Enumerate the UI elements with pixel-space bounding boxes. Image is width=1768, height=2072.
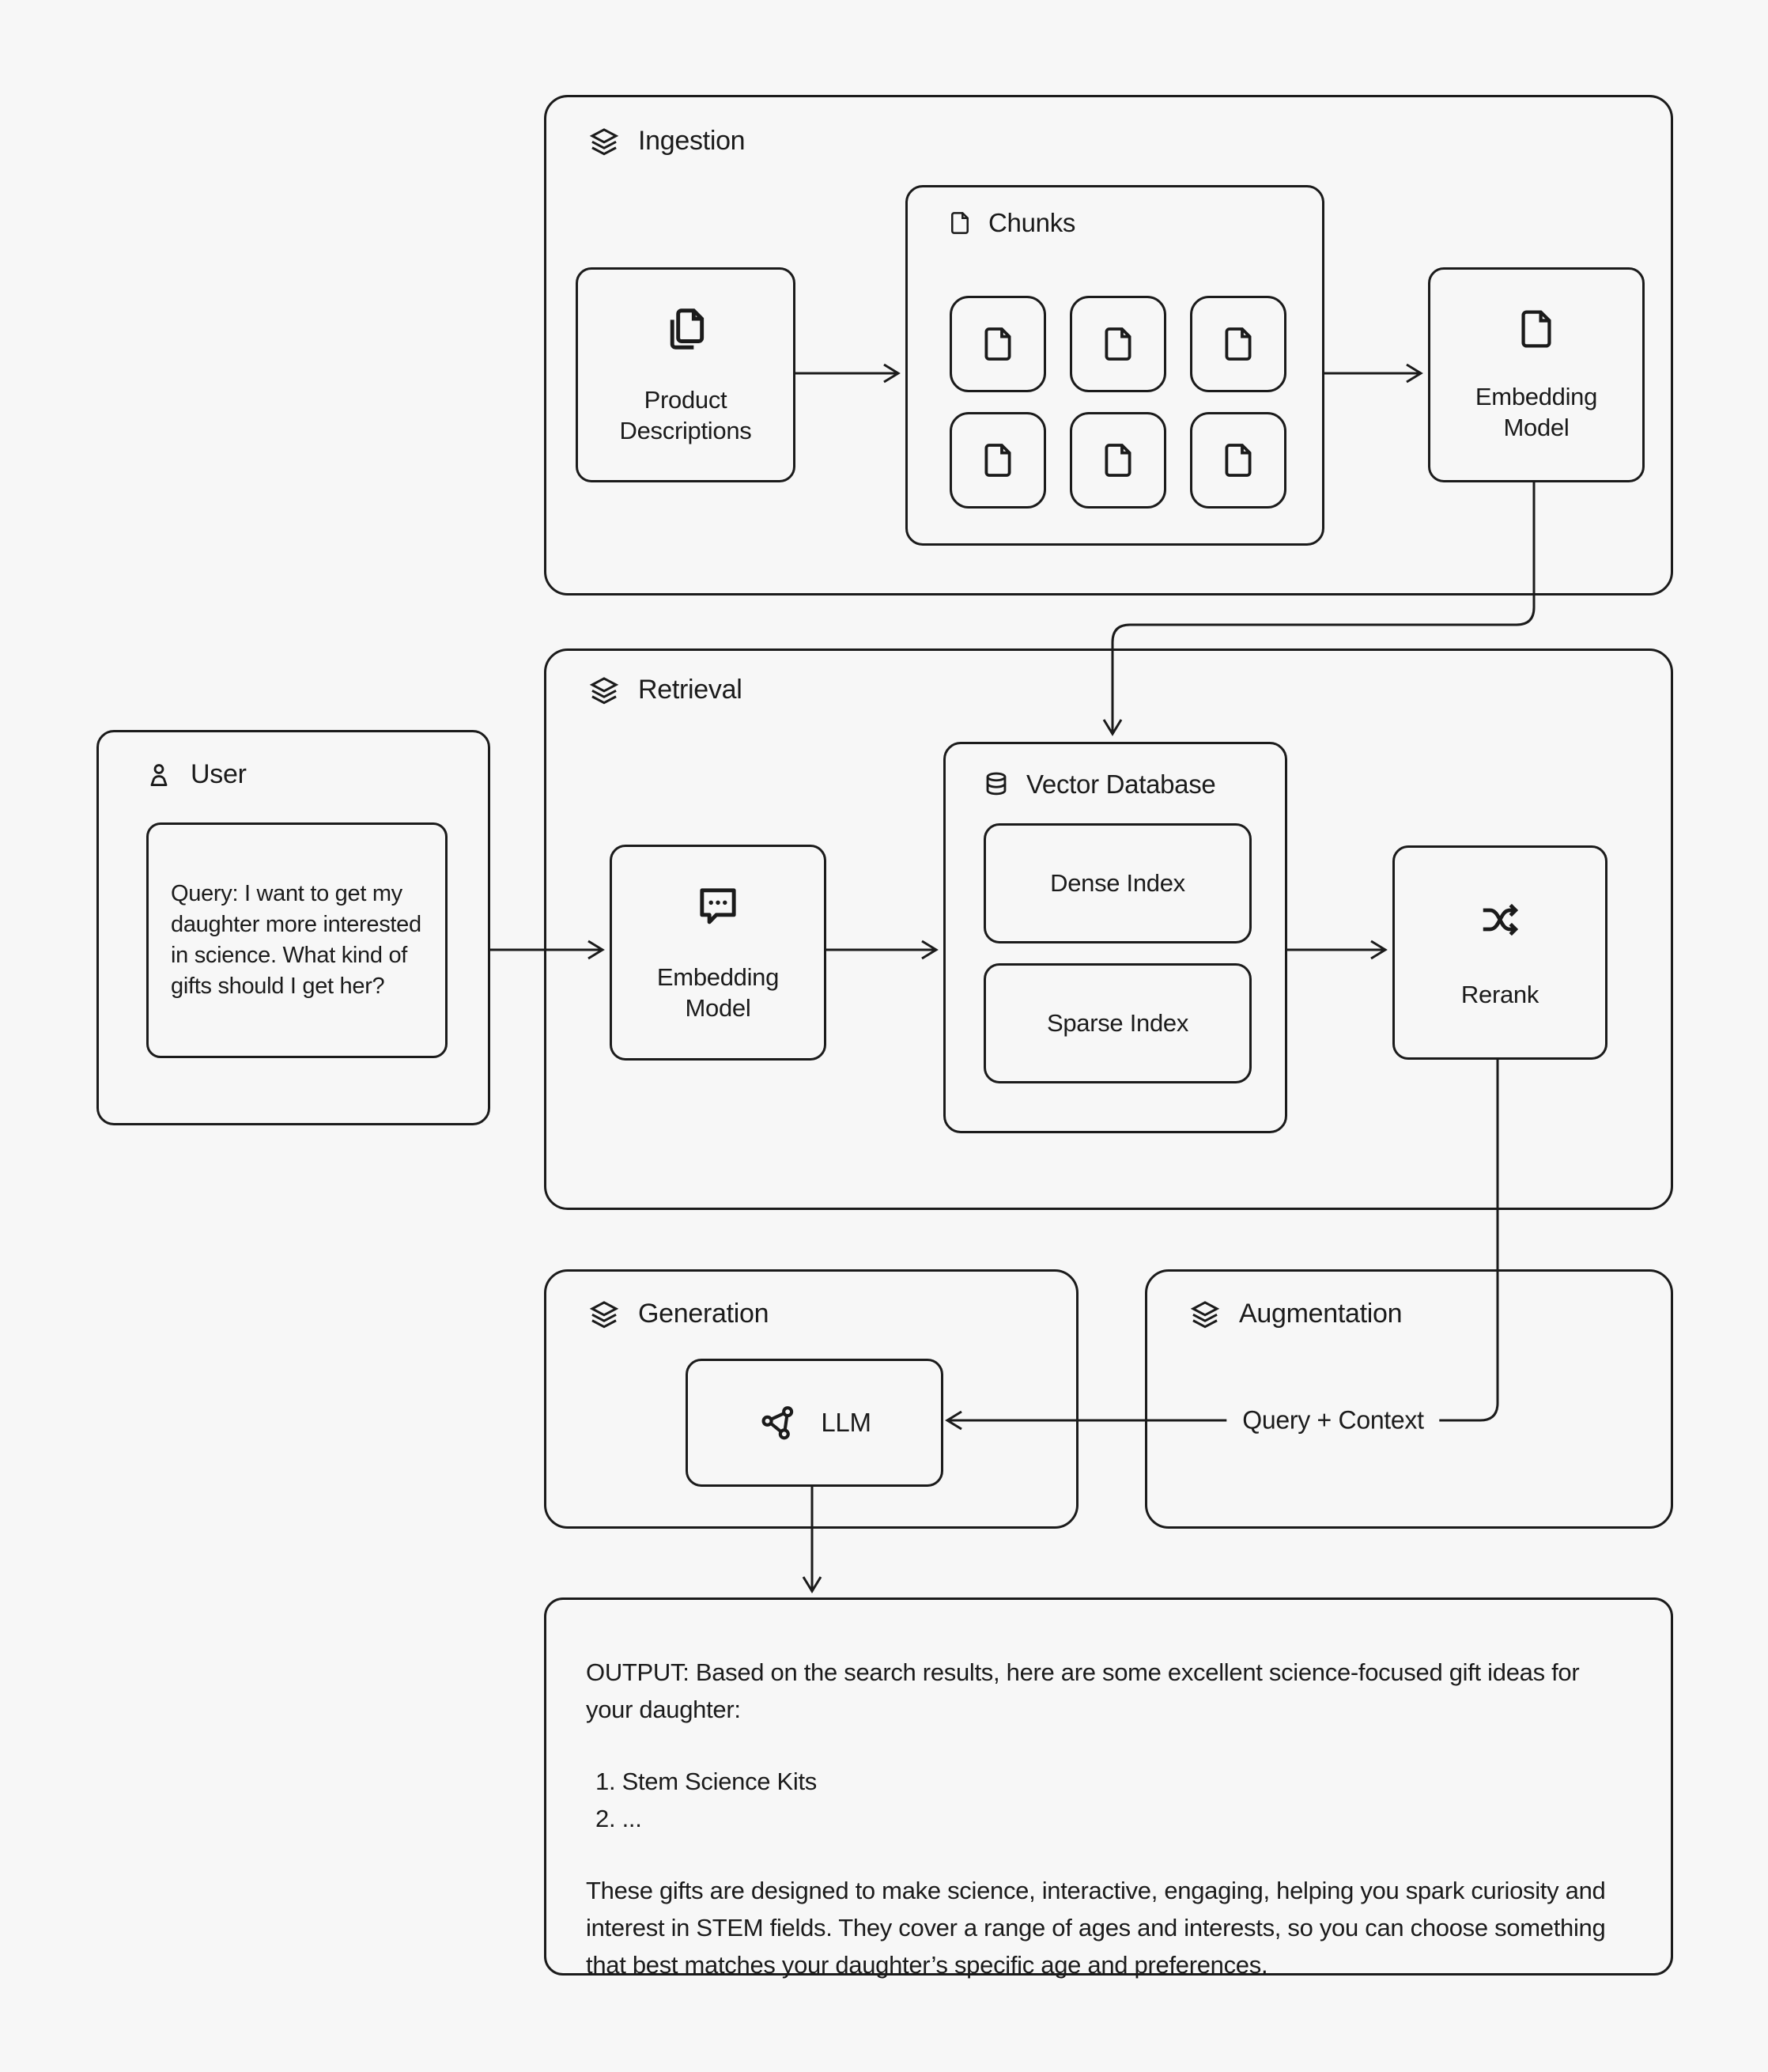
node-embedding-model-retrieval: Embedding Model	[610, 845, 826, 1061]
documents-icon	[661, 304, 710, 361]
subnode-label: Dense Index	[1050, 869, 1185, 897]
node-label: Embedding Model	[656, 963, 780, 1022]
node-user: User Query: I want to get my daughter mo…	[96, 730, 490, 1125]
section-title: Augmentation	[1239, 1299, 1403, 1329]
user-query: Query: I want to get my daughter more in…	[146, 822, 448, 1058]
section-ingestion: Ingestion Product Descriptions	[544, 95, 1673, 596]
user-query-text: Query: I want to get my daughter more in…	[171, 881, 421, 999]
node-label: Chunks	[988, 208, 1076, 237]
document-icon	[1225, 444, 1252, 477]
chunk-tile	[1070, 296, 1166, 392]
node-chunks: Chunks	[905, 185, 1324, 546]
document-icon	[1225, 327, 1252, 361]
node-label: Product Descriptions	[619, 385, 752, 444]
chat-bubble-icon	[693, 882, 742, 938]
chunk-tile	[1070, 412, 1166, 509]
layers-icon	[589, 127, 619, 157]
document-icon	[984, 444, 1011, 477]
document-icon	[947, 210, 973, 236]
user-icon	[145, 761, 173, 789]
node-embedding-model-ingestion: Embedding Model	[1428, 267, 1645, 482]
query-context-label: Query + Context	[1226, 1404, 1440, 1437]
node-label: Vector Database	[1026, 769, 1216, 799]
layers-icon	[589, 675, 619, 705]
output-intro: OUTPUT: Based on the search results, her…	[586, 1658, 1580, 1723]
database-icon	[982, 770, 1011, 799]
network-icon	[757, 1402, 799, 1443]
node-label: Embedding Model	[1475, 382, 1598, 441]
node-sparse-index: Sparse Index	[984, 963, 1252, 1083]
section-title: Retrieval	[638, 675, 742, 705]
document-icon	[1105, 444, 1131, 477]
document-icon	[1515, 308, 1558, 357]
output-box: OUTPUT: Based on the search results, her…	[544, 1597, 1673, 1979]
layers-icon	[589, 1299, 619, 1329]
node-product-descriptions: Product Descriptions	[576, 267, 795, 482]
document-icon	[984, 327, 1011, 361]
node-label: LLM	[821, 1408, 871, 1437]
query-context-text: Query + Context	[1242, 1405, 1424, 1435]
node-dense-index: Dense Index	[984, 823, 1252, 943]
layers-icon	[1190, 1299, 1220, 1329]
document-icon	[1105, 327, 1131, 361]
chunk-tile	[1190, 412, 1286, 509]
section-retrieval: Retrieval Embedding Model	[544, 648, 1673, 1210]
output-outro: These gifts are designed to make science…	[586, 1877, 1606, 1979]
output-list-item: 2. ...	[595, 1805, 642, 1832]
output-list-item: 1. Stem Science Kits	[595, 1768, 818, 1795]
node-label: User	[191, 759, 247, 789]
chunk-tile	[1190, 296, 1286, 392]
chunk-tile	[950, 412, 1046, 509]
node-rerank: Rerank	[1392, 845, 1607, 1060]
section-title: Ingestion	[638, 126, 746, 156]
section-augmentation: Augmentation	[1145, 1269, 1673, 1529]
section-title: Generation	[638, 1299, 769, 1329]
node-llm: LLM	[686, 1359, 943, 1487]
chunk-tile	[950, 296, 1046, 392]
section-generation: Generation LLM	[544, 1269, 1079, 1529]
shuffle-icon	[1476, 896, 1524, 951]
node-label: Rerank	[1460, 980, 1539, 1008]
node-vector-database: Vector Database Dense Index Sparse Index	[943, 742, 1287, 1133]
subnode-label: Sparse Index	[1046, 1009, 1189, 1037]
